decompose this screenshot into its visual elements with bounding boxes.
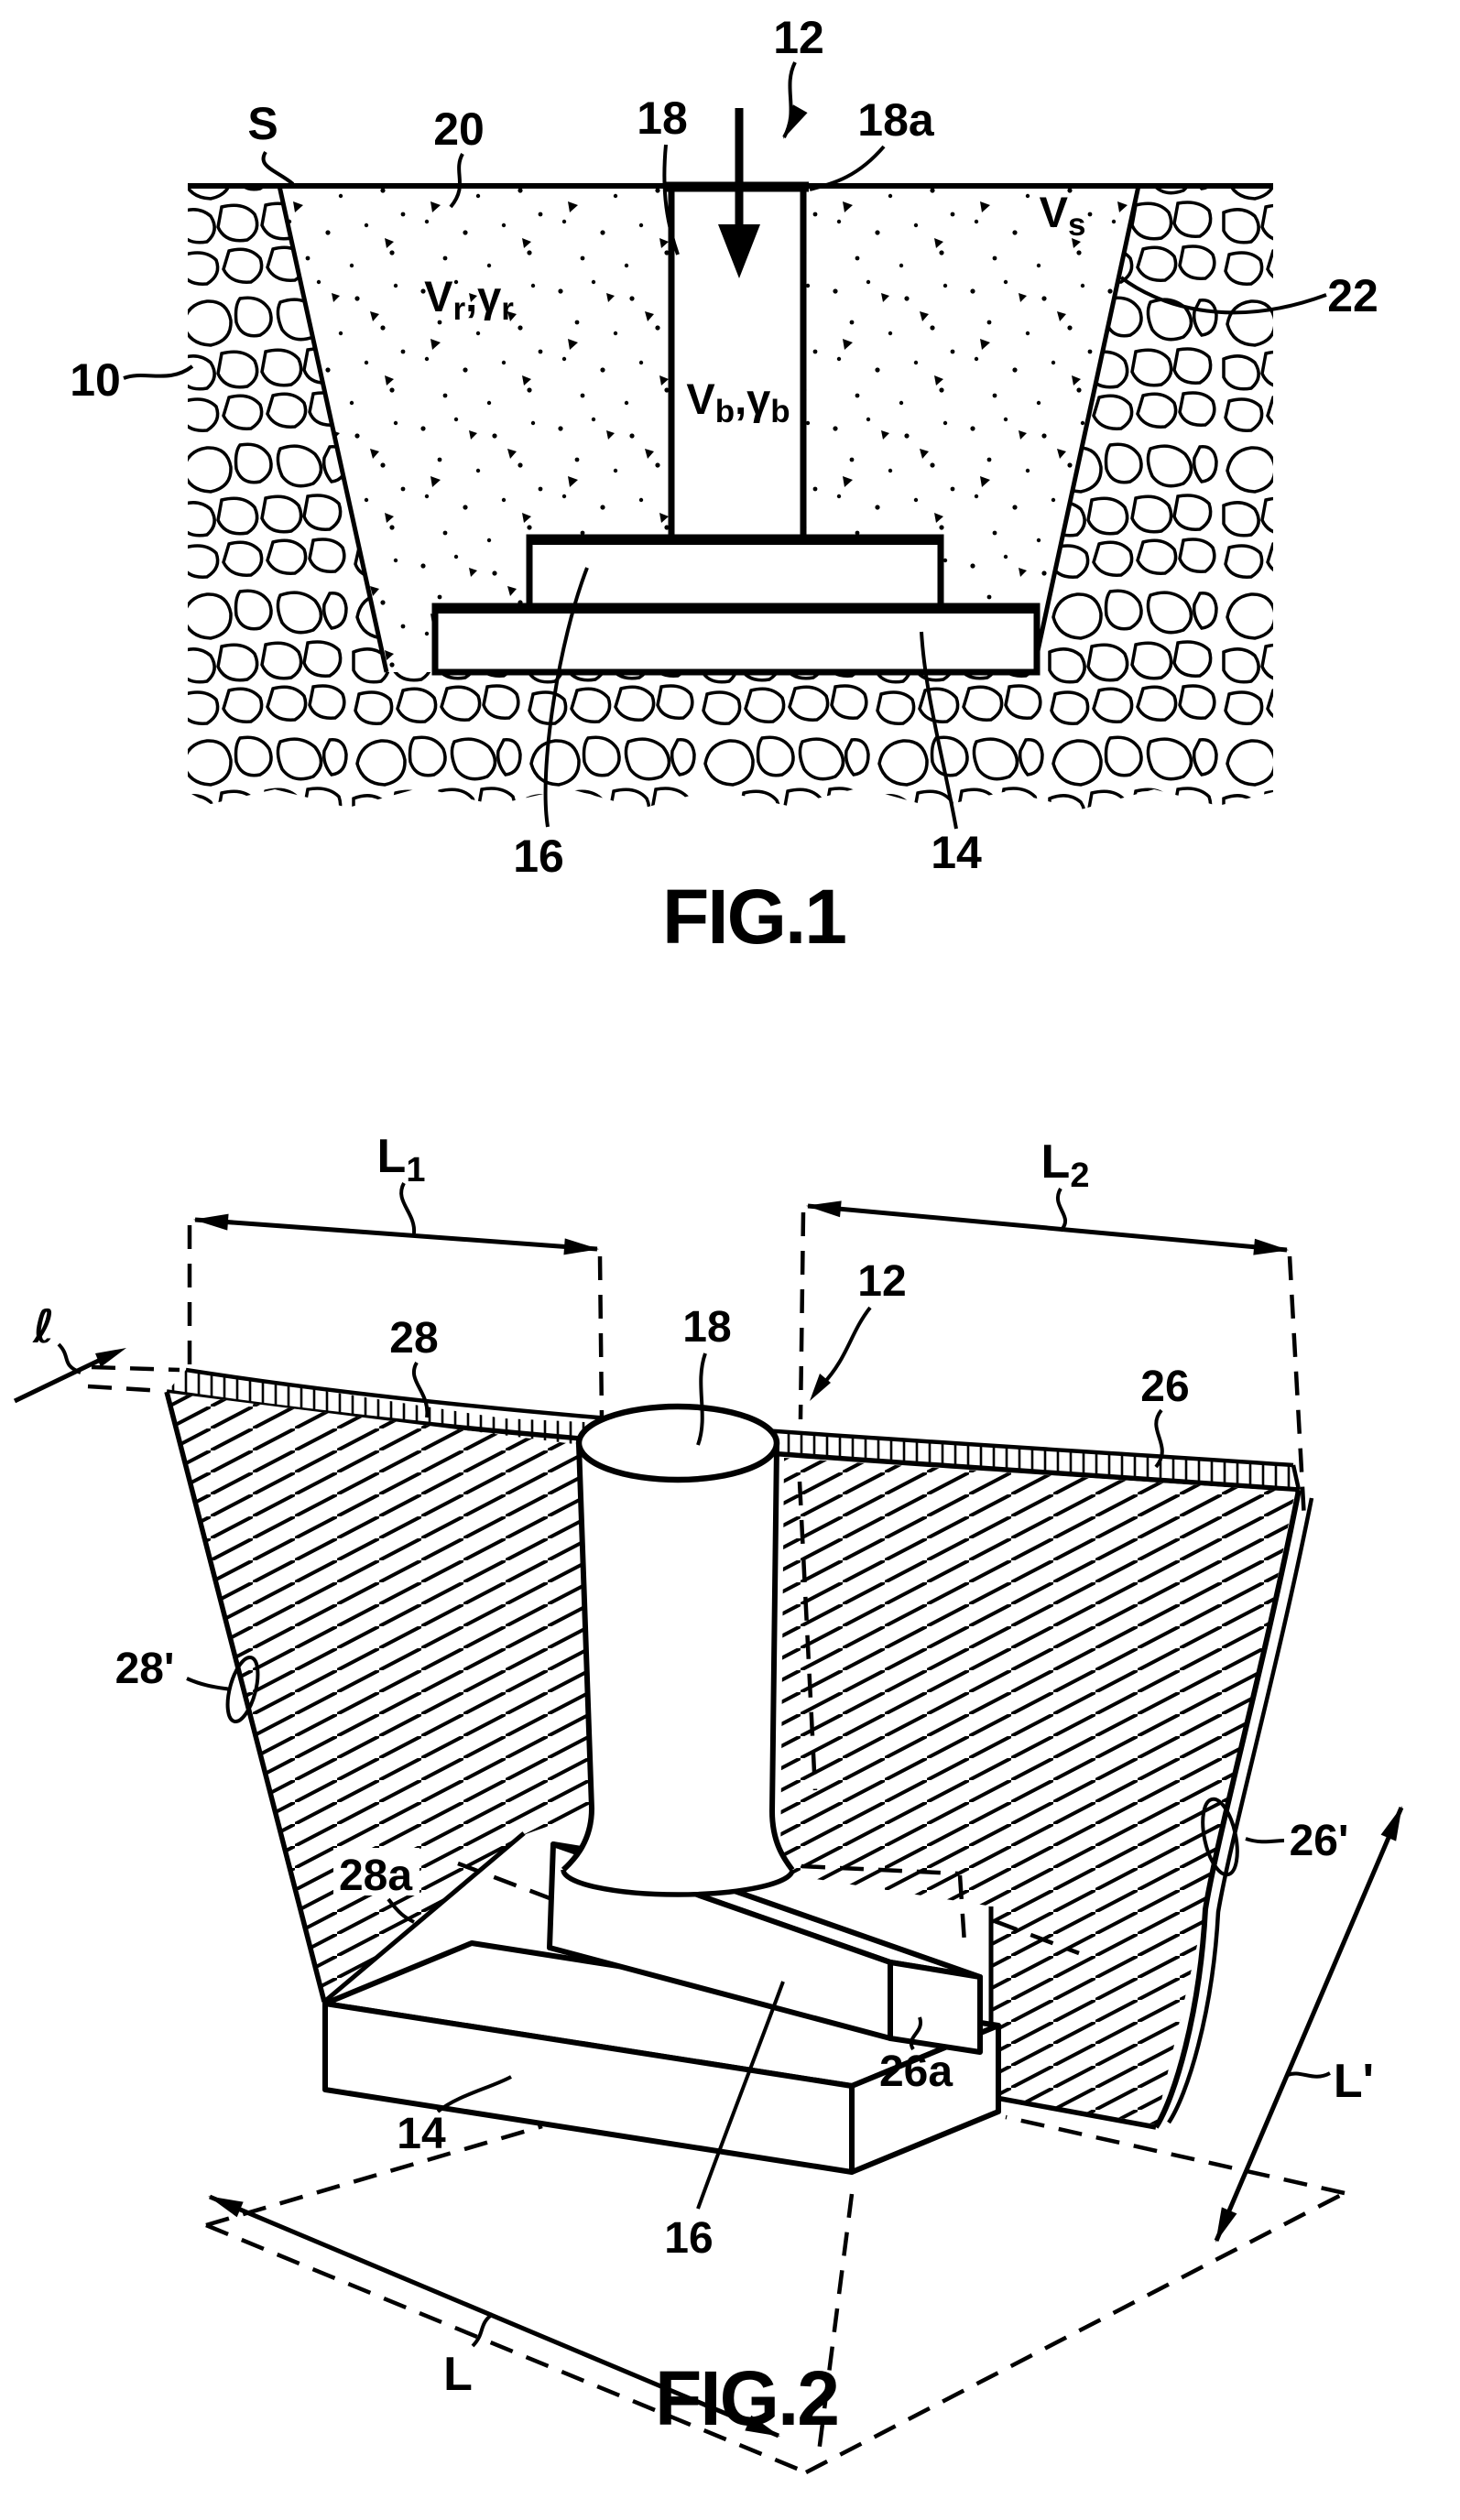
left-wall-28 (164, 1391, 591, 2004)
leader-20 (449, 153, 464, 209)
excavation-slope-left (277, 185, 389, 673)
dimension-L2 (798, 1187, 1307, 1521)
fig2-dim-l2: L2 (1041, 1135, 1090, 1195)
right-wall-foot-edge (990, 2094, 1157, 2130)
fig2-caption: FIG.2 (655, 2355, 838, 2441)
excavation-slope-right-22 (1030, 185, 1141, 673)
dimension-L1 (187, 1182, 605, 1420)
fig1-label-s: S (247, 98, 278, 149)
pedestal-block-16 (526, 534, 944, 610)
fig2-label-26a: 26a (879, 2048, 953, 2096)
load-arrow-12 (718, 108, 760, 278)
figure-1: S 20 18 12 18a 10 22 16 14 Vr,γr Vb,γb V… (70, 12, 1378, 960)
dimension-L (208, 2194, 780, 2439)
leader-f2-26a (909, 2016, 923, 2051)
leader-f2-14 (436, 2075, 512, 2113)
fig2-dim-l1: L1 (377, 1130, 426, 1189)
leader-f2-26p (1201, 1797, 1285, 1877)
fig2-label-26: 26 (1140, 1363, 1189, 1411)
footing-slab-14-3d (322, 1940, 1001, 2175)
dimension-L-prime (1214, 1806, 1404, 2243)
fig2-label-12: 12 (857, 1257, 906, 1306)
leader-14 (920, 631, 958, 830)
leader-10 (123, 364, 194, 380)
fig2-label-ell: ℓ (32, 1300, 55, 1353)
leader-f2-12-arrowhead (810, 1374, 831, 1401)
column-cylinder-18 (561, 1403, 795, 1897)
left-wall-foot-edge-28a (322, 1831, 526, 2004)
right-wall-outer-edge (1153, 1489, 1302, 2129)
fig1-label-10: 10 (70, 354, 121, 406)
fig1-label-12: 12 (773, 12, 824, 63)
fig2-dim-lp: L' (1334, 2055, 1374, 2108)
fig1-label-14: 14 (931, 827, 982, 878)
leader-f2-12 (821, 1306, 872, 1386)
figure-2: L1 L2 28 18 12 26 28' 26' 28a 26a 14 16 … (13, 1130, 1404, 2475)
fig1-caption: FIG.1 (662, 874, 845, 960)
fig2-label-28p: 28' (115, 1645, 175, 1693)
leader-f2-16 (696, 1981, 785, 2210)
fig1-text-vb: Vb,γb (686, 375, 790, 429)
fig1-label-22: 22 (1327, 270, 1378, 321)
fig2-label-14: 14 (397, 2110, 446, 2158)
fig1-text-vr: Vr,γr (424, 272, 514, 327)
leader-12 (782, 61, 808, 139)
left-wall-outer-edge (164, 1391, 327, 2003)
leader-18 (662, 144, 680, 255)
fig2-label-26p: 26' (1290, 1817, 1349, 1865)
fig2-dim-l: L (443, 2348, 473, 2401)
right-wall-26 (780, 1458, 1314, 2130)
leader-s (261, 150, 295, 186)
footing-slab-14 (431, 603, 1041, 676)
fig2-label-16: 16 (664, 2214, 713, 2263)
leader-f2-26 (1154, 1408, 1164, 1469)
section-line-ell (13, 1342, 180, 1404)
leader-f2-28p (186, 1656, 260, 1723)
leader-22 (1119, 276, 1327, 315)
fig1-label-16: 16 (513, 831, 564, 882)
leader-f2-28 (411, 1361, 430, 1418)
leader-f2-28a (387, 1897, 415, 1924)
leader-18a (809, 145, 886, 191)
fig1-text-vs: Vs (1040, 188, 1086, 243)
fig2-label-28a: 28a (339, 1852, 412, 1900)
leader-16 (543, 567, 589, 828)
fig2-label-18: 18 (682, 1303, 731, 1352)
fig2-label-28: 28 (389, 1314, 438, 1363)
label-halo-28a (333, 1848, 419, 1895)
fig1-label-18a: 18a (857, 94, 935, 146)
fig1-label-18: 18 (637, 92, 688, 144)
leader-f2-18 (696, 1352, 707, 1446)
fig1-label-20: 20 (433, 103, 485, 155)
